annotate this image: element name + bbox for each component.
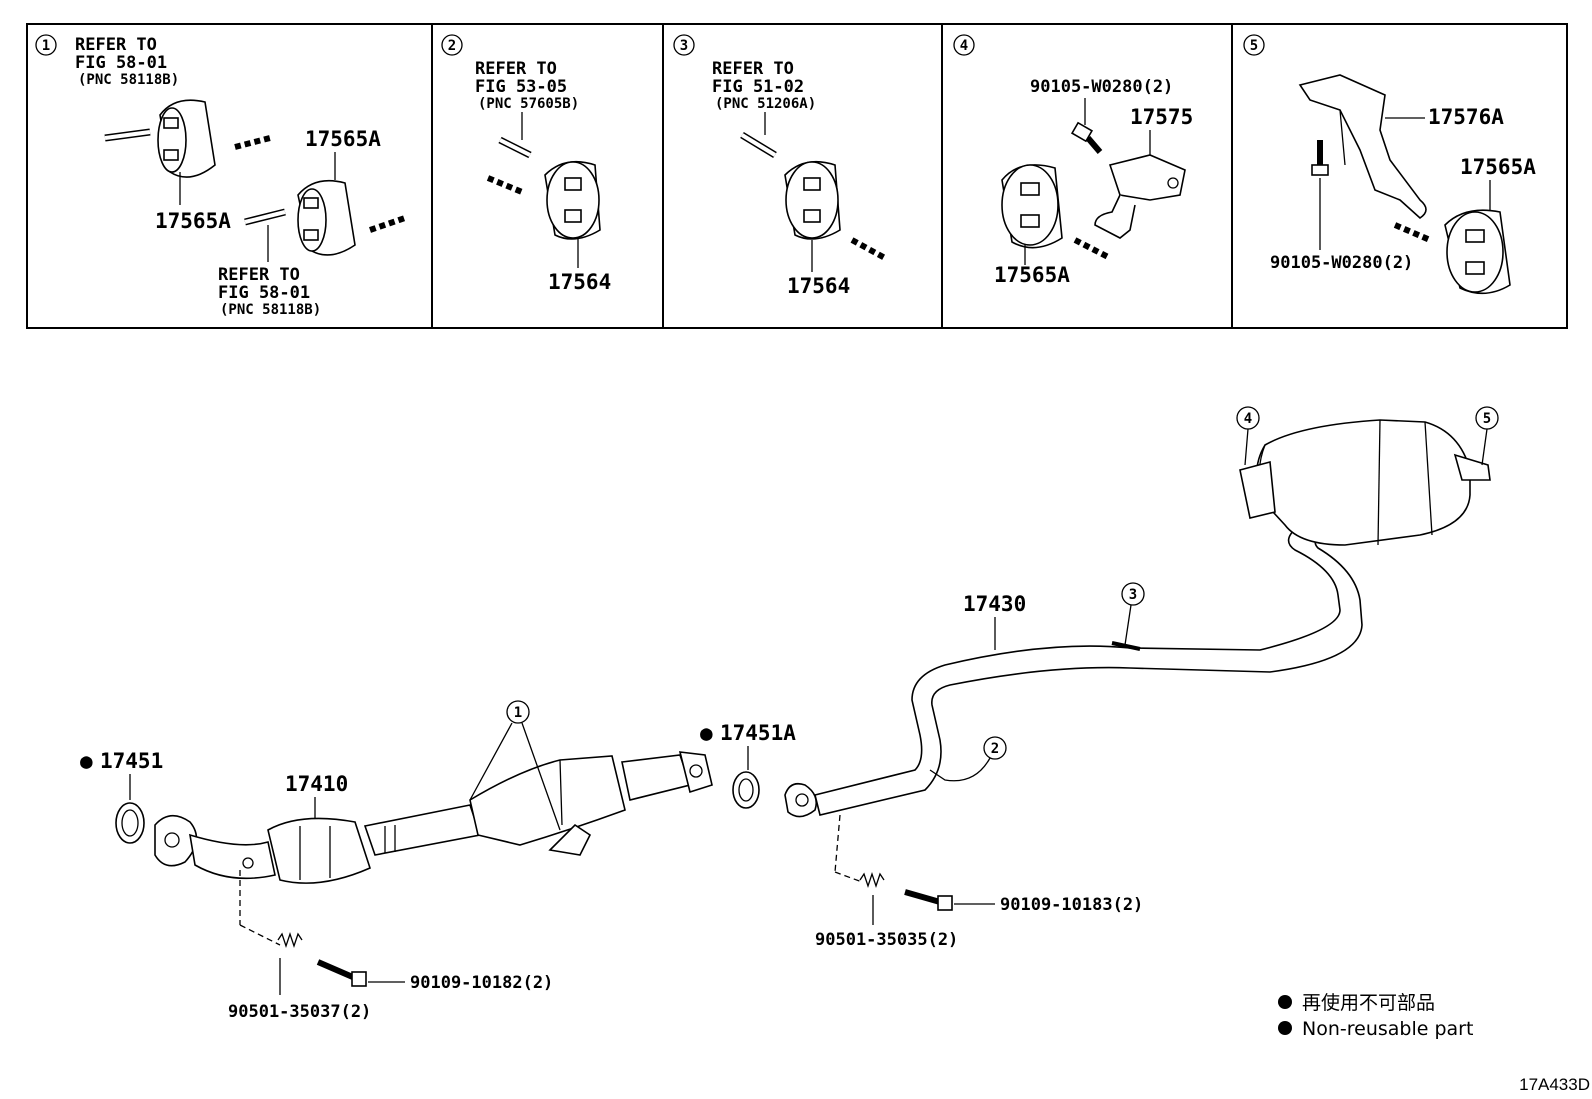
refer-line: (PNC 58118B) [220, 302, 321, 318]
callout-badge [983, 736, 1007, 760]
refer-line: REFER TO [218, 265, 300, 285]
panel-number: 3 [680, 38, 688, 54]
panel-number-badge [673, 34, 695, 56]
rubber-hanger [544, 160, 601, 240]
callout-badge [1121, 582, 1145, 606]
center-pipe [784, 519, 1363, 818]
refer-line: FIG 51-02 [712, 77, 804, 97]
rubber-hanger [297, 179, 356, 256]
gasket [115, 802, 145, 844]
refer-line: REFER TO [475, 59, 557, 79]
refer-line: FIG 53-05 [475, 77, 567, 97]
figure-code: 17A433D [1519, 1075, 1590, 1094]
part-number: 90105-W0280(2) [1030, 77, 1173, 97]
part-number: 17565A [305, 127, 381, 151]
detail-panel-4: 4 90105-W0280(2) 17575 17565A [953, 34, 1193, 287]
detail-panel-3: 3 REFER TO FIG 51-02 (PNC 51206A) 17564 [673, 34, 887, 298]
part-number: 17575 [1130, 105, 1193, 129]
part-number: 17564 [787, 274, 850, 298]
part-number: 90105-W0280(2) [1270, 253, 1413, 273]
part-number: 90501-35035(2) [815, 930, 958, 950]
refer-line: (PNC 58118B) [78, 72, 179, 88]
detail-panel-1: 1 REFER TO FIG 58-01 (PNC 58118B) 17565A… [35, 34, 406, 318]
callout-number: 4 [1244, 411, 1252, 427]
part-number: 17565A [155, 209, 231, 233]
callout-number: 1 [514, 705, 522, 721]
part-number: 17565A [994, 263, 1070, 287]
refer-line: (PNC 51206A) [715, 96, 816, 112]
panel-number: 4 [960, 38, 968, 54]
refer-line: FIG 58-01 [75, 53, 167, 73]
detail-panels-frame [26, 23, 1568, 329]
panel-number: 5 [1250, 38, 1258, 54]
part-number: 17451 [100, 749, 163, 773]
callout-badge [506, 700, 530, 724]
rubber-hanger [1444, 209, 1511, 295]
panel-number: 1 [42, 38, 50, 54]
part-number: 90109-10183(2) [1000, 895, 1143, 915]
refer-line: REFER TO [712, 59, 794, 79]
detail-panel-5: 5 17576A 90105-W0280(2) 17565A [1243, 34, 1536, 295]
refer-line: REFER TO [75, 35, 157, 55]
rubber-hanger [1001, 164, 1063, 249]
legend: 再使用不可部品 Non-reusable part [1278, 992, 1473, 1040]
gasket [732, 771, 760, 809]
panel-number-badge [953, 34, 975, 56]
bolt-icon [904, 889, 953, 911]
spring-icon [859, 871, 885, 889]
part-number: 17576A [1428, 105, 1504, 129]
part-number: 17430 [963, 592, 1026, 616]
legend-english: Non-reusable part [1302, 1018, 1473, 1040]
detail-panel-2: 2 REFER TO FIG 53-05 (PNC 57605B) 17564 [441, 34, 611, 294]
bracket [1298, 74, 1427, 220]
callout-number: 3 [1129, 587, 1137, 603]
muffler [1239, 419, 1491, 546]
part-number: 17565A [1460, 155, 1536, 179]
callout-number: 2 [991, 741, 999, 757]
main-diagram: ● 17451 17410 1 [80, 406, 1499, 1022]
rubber-hanger [784, 160, 841, 240]
part-number: 90109-10182(2) [410, 973, 553, 993]
non-reusable-dot [1278, 995, 1292, 1009]
refer-line: FIG 58-01 [218, 283, 310, 303]
part-number: 17564 [548, 270, 611, 294]
part-number: 17410 [285, 772, 348, 796]
panel-number: 2 [448, 38, 456, 54]
non-reusable-dot [1278, 1021, 1292, 1035]
part-number: 90501-35037(2) [228, 1002, 371, 1022]
front-pipe-with-converter [154, 751, 713, 884]
bolt-icon [316, 959, 367, 987]
panel-number-badge [441, 34, 463, 56]
bolt-icon [1311, 140, 1329, 176]
rubber-hanger [157, 99, 216, 178]
legend-japanese: 再使用不可部品 [1302, 992, 1435, 1014]
non-reusable-dot: ● [700, 721, 713, 745]
panel-number-badge [1243, 34, 1265, 56]
spring-icon [277, 931, 303, 949]
callout-number: 5 [1483, 411, 1491, 427]
bolt-icon [1070, 121, 1103, 154]
non-reusable-dot: ● [80, 749, 93, 773]
panel-number-badge [35, 34, 57, 56]
refer-line: (PNC 57605B) [478, 96, 579, 112]
bracket [1094, 154, 1186, 239]
part-number: 17451A [720, 721, 796, 745]
